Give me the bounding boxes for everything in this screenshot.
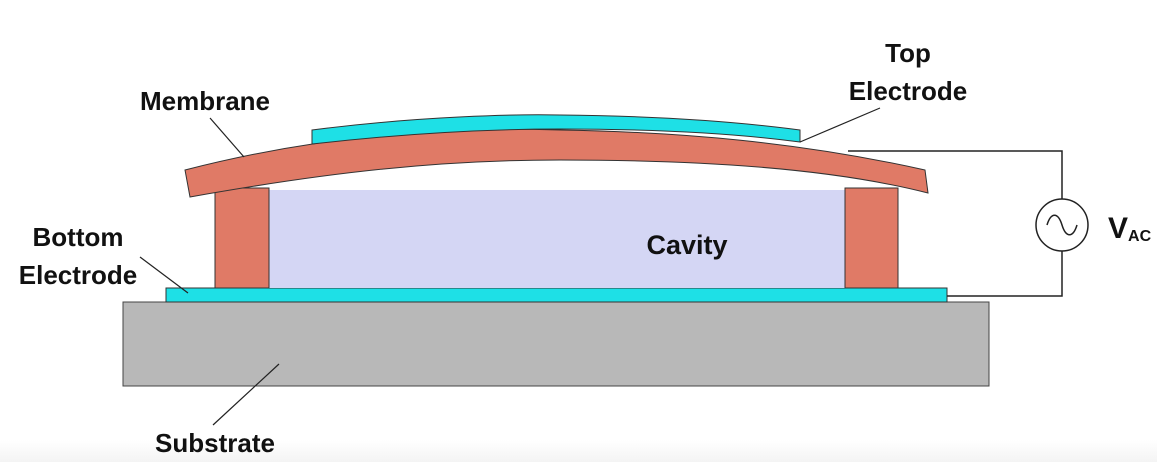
circuit-wire-top	[848, 150, 1063, 199]
bottom-electrode-label-line1: Bottom	[33, 222, 124, 252]
bottom-electrode	[165, 287, 948, 303]
bottom-electrode-label-line2: Electrode	[19, 260, 138, 290]
right-support-post	[844, 187, 899, 289]
voltage-label-subscript: AC	[1128, 228, 1152, 245]
top-electrode-label-line1: Top	[885, 38, 931, 68]
top-electrode-leader-line	[799, 107, 881, 143]
cavity-label: Cavity	[646, 230, 727, 260]
substrate	[122, 301, 990, 387]
left-support-post	[214, 187, 270, 289]
voltage-label: VAC	[1108, 212, 1152, 245]
membrane	[184, 128, 929, 198]
ac-source-icon	[1035, 198, 1089, 252]
membrane-leader-line	[209, 117, 245, 158]
top-electrode-label-line2: Electrode	[849, 76, 968, 106]
substrate-leader-line	[212, 363, 280, 426]
voltage-label-main: V	[1108, 212, 1128, 245]
cavity	[269, 190, 845, 288]
bottom-electrode-leader-line	[139, 256, 189, 294]
circuit-wire-bottom	[947, 251, 1063, 297]
membrane-label: Membrane	[140, 86, 270, 116]
substrate-label: Substrate	[155, 428, 275, 458]
